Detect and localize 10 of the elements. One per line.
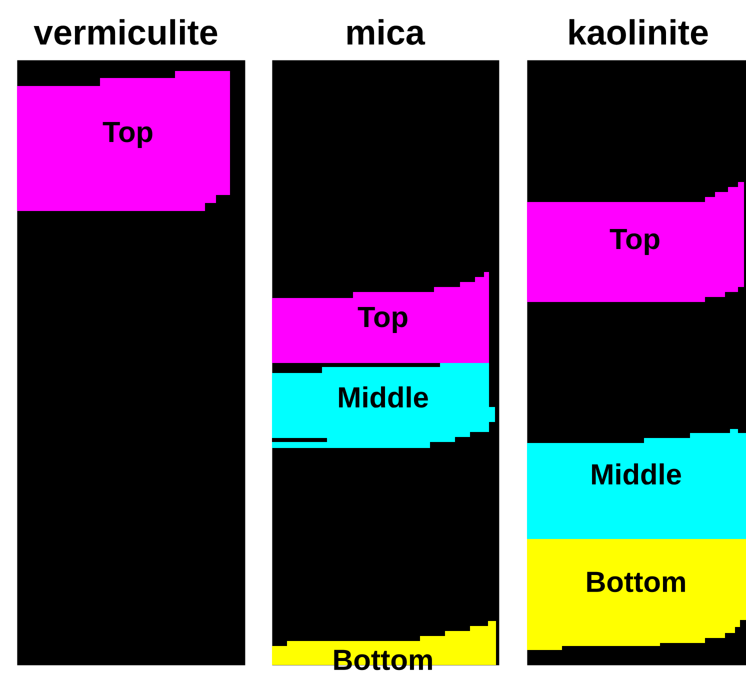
- layer-band: Bottom: [272, 621, 496, 670]
- node-label: kaolinite: [569, 19, 708, 45]
- layer-band: Top: [17, 71, 230, 211]
- layer-band: Bottom: [527, 539, 746, 650]
- layer-band: Top: [527, 182, 744, 302]
- layer-band: Top: [272, 272, 489, 363]
- layer-band: Middle: [272, 363, 495, 448]
- node-label: vermiculite: [34, 19, 218, 45]
- node-label: mica: [347, 19, 426, 45]
- layer-band: Middle: [527, 429, 746, 539]
